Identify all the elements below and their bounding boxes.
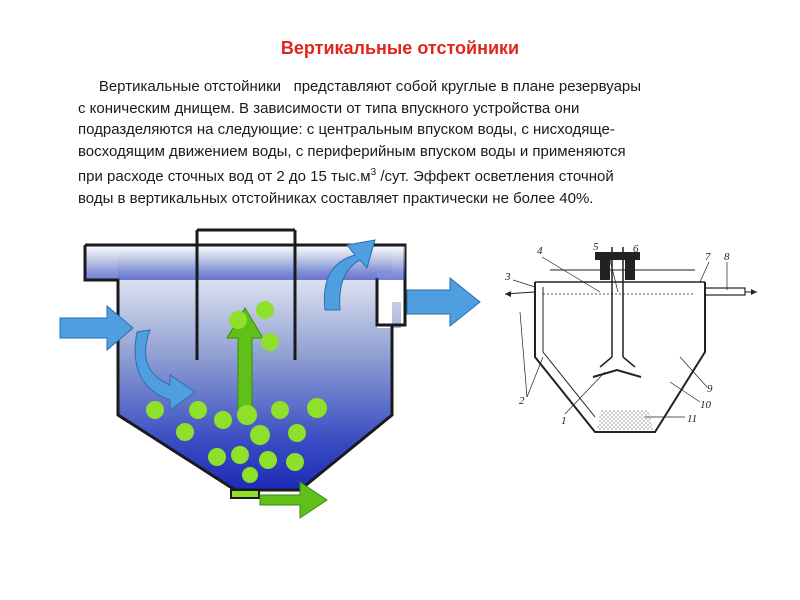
- label-6: 6: [633, 243, 639, 255]
- label-11: 11: [687, 413, 697, 425]
- settling-tank-schematic: 1 2 3 4 5 6 7 8 9 10 11: [504, 241, 757, 433]
- page-title: Вертикальные отстойники: [280, 38, 520, 58]
- inlet-arrow: [59, 304, 134, 352]
- paragraph-line: восходящим движением воды, с периферийны…: [78, 142, 626, 160]
- paragraph-text: /сут. Эффект осветления сточной: [376, 168, 614, 185]
- paragraph-line: подразделяются на следующие: с центральн…: [78, 121, 615, 138]
- label-5: 5: [593, 241, 599, 253]
- paragraph-line: при расходе сточных вод от 2 до 15 тыс.м…: [78, 162, 758, 188]
- sediment-particles: [146, 301, 327, 483]
- paragraph-line: с коническим днищем. В зависимости от ти…: [78, 99, 580, 117]
- label-8: 8: [724, 251, 730, 263]
- label-9: 9: [707, 383, 713, 395]
- label-2: 2: [519, 395, 525, 407]
- paragraph-line: воды в вертикальных отстойниках составля…: [78, 189, 594, 207]
- paragraph-text: при расходе сточных вод от 2 до 15 тыс.м: [78, 168, 371, 185]
- central-pipe: [195, 228, 297, 360]
- superscript: 3: [370, 167, 377, 178]
- label-3: 3: [504, 271, 511, 283]
- curved-arrow-down: [134, 329, 196, 411]
- upward-green-arrow: [226, 307, 264, 411]
- sludge-outlet-arrow: [259, 481, 328, 519]
- curved-arrow-up: [323, 239, 376, 311]
- settling-tank-illustration: [59, 228, 481, 519]
- description-paragraph: Вертикальные отстойники представляют соб…: [78, 76, 758, 209]
- label-1: 1: [561, 415, 567, 427]
- label-10: 10: [700, 399, 712, 411]
- bottom-outlet: [230, 489, 260, 499]
- tank-body: [118, 245, 401, 490]
- outlet-arrow: [406, 276, 481, 328]
- paragraph-line: Вертикальные отстойники представляют соб…: [78, 78, 642, 95]
- label-4: 4: [537, 245, 543, 257]
- label-7: 7: [705, 251, 711, 263]
